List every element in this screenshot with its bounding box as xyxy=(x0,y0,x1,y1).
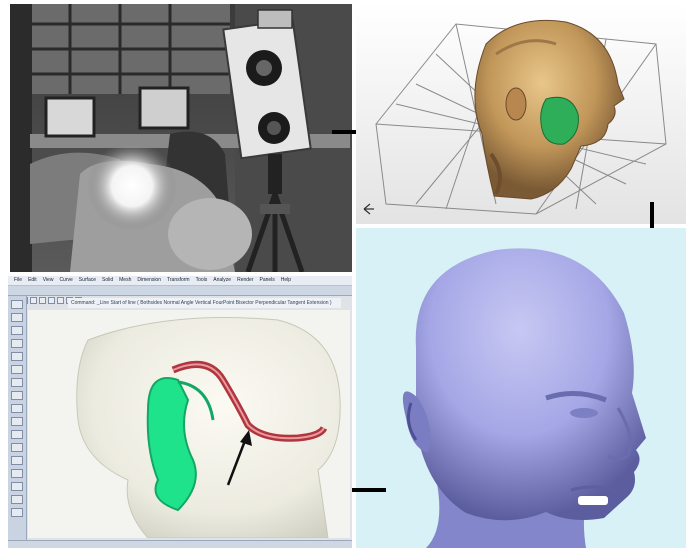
tool-button[interactable] xyxy=(11,508,23,517)
menu-item-tools[interactable]: Tools xyxy=(196,277,208,283)
cad-toolbar xyxy=(8,286,352,296)
menu-item-panels[interactable]: Panels xyxy=(260,277,275,283)
tool-button[interactable] xyxy=(11,313,23,322)
ear-mold-highlight xyxy=(541,97,579,144)
tool-button[interactable] xyxy=(11,430,23,439)
tool-button[interactable] xyxy=(11,469,23,478)
cad-viewport[interactable] xyxy=(28,310,350,538)
smooth-head-model xyxy=(356,228,686,548)
cad-ear-device-model xyxy=(28,310,350,538)
tool-button[interactable] xyxy=(11,391,23,400)
teeth xyxy=(578,496,608,505)
tool-button[interactable] xyxy=(11,456,23,465)
smooth-head-panel xyxy=(356,228,686,548)
menu-item-analyze[interactable]: Analyze xyxy=(213,277,231,283)
tool-button[interactable] xyxy=(11,339,23,348)
menu-item-view[interactable]: View xyxy=(43,277,54,283)
menu-item-curve[interactable]: Curve xyxy=(59,277,72,283)
raw-scan-model xyxy=(356,4,686,224)
tool-button[interactable] xyxy=(11,378,23,387)
menu-item-render[interactable]: Render xyxy=(237,277,253,283)
tool-button[interactable] xyxy=(11,352,23,361)
menu-item-help[interactable]: Help xyxy=(281,277,291,283)
toolbar-button[interactable] xyxy=(57,297,64,304)
command-line[interactable]: Command: _Line Start of line ( Bothsides… xyxy=(68,298,341,308)
status-bar xyxy=(8,540,352,548)
toolbar-button[interactable] xyxy=(39,297,46,304)
scanner-photo-panel xyxy=(10,4,352,272)
tool-button[interactable] xyxy=(11,417,23,426)
toolbar-button[interactable] xyxy=(30,297,37,304)
tool-button[interactable] xyxy=(11,443,23,452)
scanner-photo xyxy=(10,4,352,272)
tool-button[interactable] xyxy=(11,300,23,309)
tool-button[interactable] xyxy=(11,326,23,335)
raw-scan-panel xyxy=(356,4,686,224)
menu-item-surface[interactable]: Surface xyxy=(79,277,96,283)
tool-button[interactable] xyxy=(11,365,23,374)
cad-menubar: File Edit View Curve Surface Solid Mesh Dimensi… xyxy=(8,276,352,286)
menu-item-dimension[interactable]: Dimension xyxy=(137,277,161,283)
tool-button[interactable] xyxy=(11,482,23,491)
menu-item-transform[interactable]: Transform xyxy=(167,277,190,283)
cad-design-panel: File Edit View Curve Surface Solid Mesh Dimensi… xyxy=(8,276,352,548)
cad-left-toolbar xyxy=(8,296,27,548)
tool-button[interactable] xyxy=(11,404,23,413)
toolbar-button[interactable] xyxy=(48,297,55,304)
menu-item-file[interactable]: File xyxy=(14,277,22,283)
menu-item-edit[interactable]: Edit xyxy=(28,277,37,283)
menu-item-solid[interactable]: Solid xyxy=(102,277,113,283)
tool-button[interactable] xyxy=(11,495,23,504)
menu-item-mesh[interactable]: Mesh xyxy=(119,277,131,283)
